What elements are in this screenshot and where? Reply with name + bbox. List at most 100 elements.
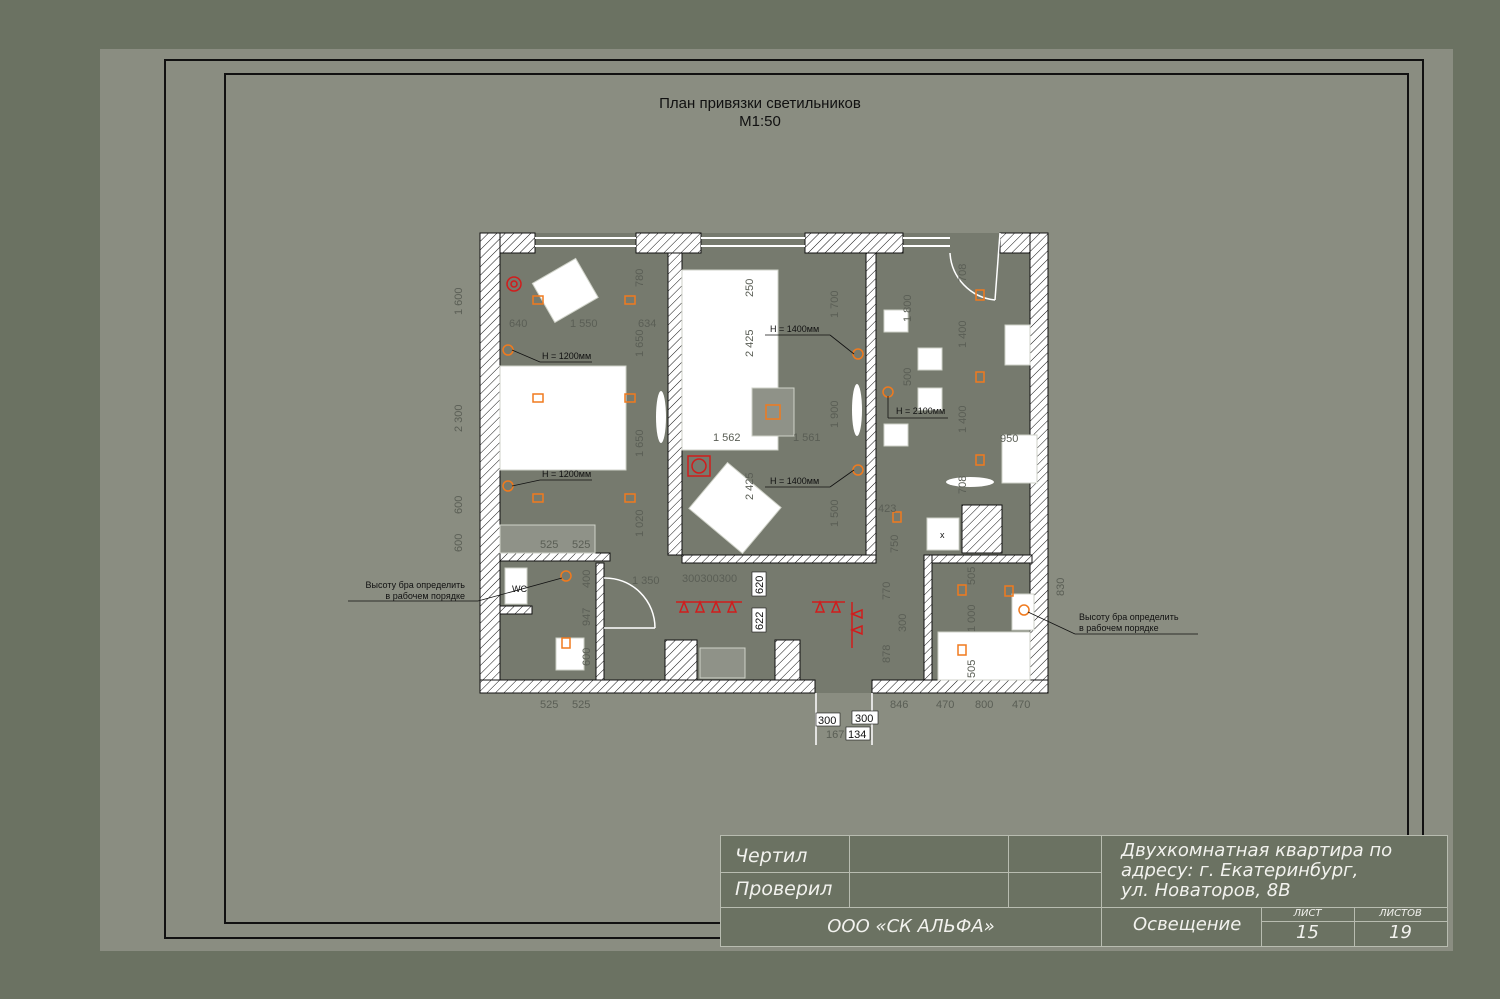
bathtub bbox=[937, 631, 1031, 681]
note-left-line-1: Высоту бра определить bbox=[365, 580, 465, 590]
dim-label: 1 400 bbox=[957, 320, 969, 348]
light-fixture bbox=[957, 644, 967, 656]
dimensions-horizontal: 640 1 550 634 525 525 1 562 1 561 950 42… bbox=[509, 318, 1030, 711]
dim-label: 708 bbox=[957, 264, 969, 282]
light-fixture bbox=[892, 511, 902, 523]
dim-label: 800 bbox=[975, 699, 993, 711]
wall-top-2 bbox=[635, 232, 702, 254]
project-line-1: Двухкомнатная квартира по bbox=[1121, 840, 1393, 861]
dim-label: 622 bbox=[754, 612, 766, 630]
height-label-living-top: H = 1400мм bbox=[770, 324, 819, 334]
dim-label: 300 bbox=[897, 614, 909, 632]
leader-lines bbox=[348, 334, 1198, 635]
dim-label: 600 bbox=[453, 534, 465, 552]
washer-mark: x bbox=[940, 530, 945, 540]
title-scale: М1:50 bbox=[739, 113, 781, 130]
sconce bbox=[1018, 604, 1030, 616]
wall-shaft bbox=[961, 504, 1003, 554]
dim-label: 640 bbox=[509, 318, 527, 330]
wall-left bbox=[479, 232, 501, 694]
dim-label: 134 bbox=[848, 729, 866, 741]
light-fixture bbox=[975, 454, 985, 466]
drew-label: Чертил bbox=[735, 845, 808, 867]
dim-label: 1 350 bbox=[632, 575, 660, 587]
dim-label: 878 bbox=[881, 645, 893, 663]
light-fixture bbox=[624, 493, 636, 503]
light-fixture bbox=[532, 493, 544, 503]
sconce bbox=[560, 570, 572, 582]
dim-label: 300300300 bbox=[682, 573, 737, 585]
wall-bath-top bbox=[931, 554, 1033, 564]
dim-label: 423 bbox=[878, 503, 896, 515]
dim-label: 1 800 bbox=[902, 294, 914, 322]
wall-wc-mid bbox=[499, 605, 533, 615]
light-fixture bbox=[561, 637, 571, 649]
light-fixture bbox=[975, 289, 985, 301]
dim-label: 600 bbox=[453, 496, 465, 514]
light-fixture bbox=[975, 371, 985, 383]
dim-label: 780 bbox=[634, 269, 646, 287]
note-left-line-2: в рабочем порядке bbox=[385, 591, 465, 601]
kitchen-unit-2 bbox=[1001, 434, 1038, 484]
dim-label: 1 650 bbox=[634, 429, 646, 457]
chair-3 bbox=[917, 387, 943, 411]
dim-label: 300 bbox=[855, 713, 873, 725]
height-label-kitchen: H = 2100мм bbox=[896, 406, 945, 416]
dim-label: 1 000 bbox=[966, 604, 978, 632]
dim-label: 1 400 bbox=[957, 405, 969, 433]
dim-label: 505 bbox=[966, 660, 978, 678]
light-fixture bbox=[624, 295, 636, 305]
wall-bath-left bbox=[923, 554, 933, 681]
dim-label: 950 bbox=[1000, 433, 1018, 445]
wall-bed-living bbox=[667, 252, 683, 556]
chair-4 bbox=[883, 423, 909, 447]
dim-label: 750 bbox=[889, 535, 901, 553]
dimensions-vertical: 1 600 2 300 600 600 780 1 650 1 650 1 02… bbox=[453, 264, 1067, 678]
dim-label: 1 550 bbox=[570, 318, 598, 330]
project-line-2: адресу: г. Екатеринбург, bbox=[1121, 860, 1359, 881]
bed bbox=[499, 365, 627, 471]
armchair-living bbox=[688, 461, 782, 555]
dim-label: 1 562 bbox=[713, 432, 741, 444]
light-fixture bbox=[532, 295, 544, 305]
light-fixture bbox=[957, 584, 967, 596]
kitchen-unit-1 bbox=[1004, 324, 1031, 366]
title-block: Чертил Проверил ООО «СК АЛЬФА» Двухкомна… bbox=[720, 835, 1448, 947]
pendant-bedroom bbox=[506, 276, 522, 292]
section-name: Освещение bbox=[1133, 914, 1242, 935]
ceiling-fans bbox=[656, 384, 994, 487]
dim-label: 634 bbox=[638, 318, 656, 330]
light-fixture bbox=[1004, 585, 1014, 597]
sheets-label: листов bbox=[1379, 908, 1422, 919]
light-fixtures bbox=[502, 289, 1030, 656]
dim-label: 525 bbox=[572, 699, 590, 711]
dim-label: 708 bbox=[957, 476, 969, 494]
sheet-label: лист bbox=[1293, 908, 1322, 919]
furniture bbox=[499, 257, 1038, 681]
light-fixture bbox=[624, 393, 636, 403]
doors bbox=[603, 232, 1001, 745]
light-fixture bbox=[765, 404, 781, 420]
sheets-count: 19 bbox=[1389, 922, 1412, 943]
checked-label: Проверил bbox=[735, 878, 833, 900]
dim-label: 525 bbox=[540, 699, 558, 711]
sconce bbox=[852, 348, 864, 360]
drawing-title: План привязки светильников М1:50 bbox=[560, 95, 960, 131]
washer bbox=[926, 517, 960, 551]
dim-label: 620 bbox=[754, 576, 766, 594]
sconce bbox=[852, 464, 864, 476]
entry-dimensions: 300 300 167 134 620 622 bbox=[751, 571, 879, 741]
dim-label: 300 bbox=[818, 715, 836, 727]
fan-living bbox=[852, 384, 862, 436]
dim-label: 505 bbox=[966, 567, 978, 585]
dim-label: 1 500 bbox=[829, 499, 841, 527]
wardrobe-bedroom bbox=[499, 524, 596, 554]
dim-label: 250 bbox=[744, 279, 756, 297]
dim-label: 830 bbox=[1055, 578, 1067, 596]
windows bbox=[535, 237, 950, 247]
wall-bottom-left bbox=[479, 679, 816, 694]
dim-label: 1 600 bbox=[453, 287, 465, 315]
dim-label: 1 650 bbox=[634, 329, 646, 357]
note-right-line-2: в рабочем порядке bbox=[1079, 623, 1159, 633]
